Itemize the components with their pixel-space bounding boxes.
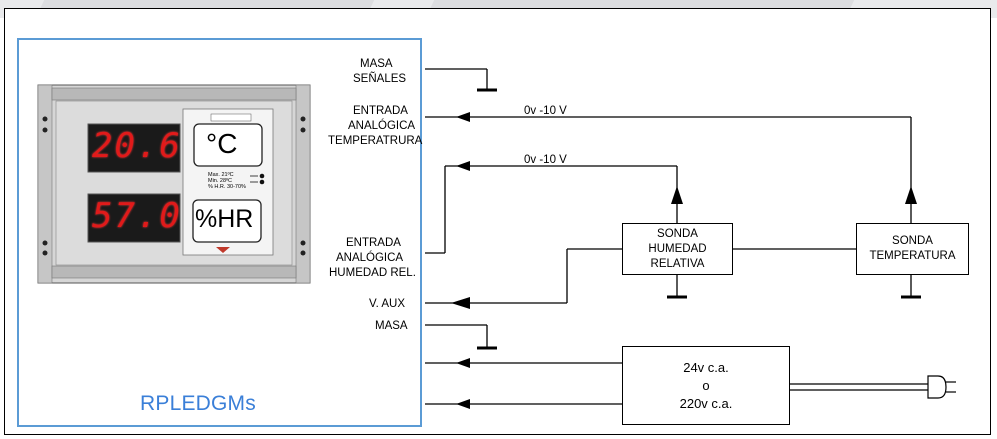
sonda-humedad-line3: RELATIVA: [650, 257, 705, 270]
label-masa-senales-2: SEÑALES: [353, 73, 407, 85]
led-display-temperature: 20.6: [92, 126, 182, 166]
sonda-temperatura-line1: SONDA: [892, 235, 933, 247]
label-masa: MASA: [375, 320, 408, 332]
label-entrada-hum-2: ANALÓGICA: [336, 252, 404, 264]
power-line3: 220v c.a.: [679, 395, 733, 411]
sonda-humedad-box: SONDA HUMEDAD RELATIVA: [622, 223, 733, 275]
sonda-temperatura-box: SONDA TEMPERATURA: [856, 223, 969, 275]
label-signal-range-hum: 0v -10 V: [524, 154, 567, 166]
sonda-temperatura-line2: TEMPERATURA: [869, 250, 956, 262]
label-entrada-temp-3: TEMPERATRURA: [328, 135, 423, 147]
power-line1: 24v c.a.: [683, 359, 729, 375]
legend-humidity-range: % H.R. 30-70%: [208, 184, 246, 190]
unit-humidity: %HR: [195, 205, 254, 233]
legend-min: Min. 28ºC: [208, 178, 233, 184]
label-entrada-temp-1: ENTRADA: [353, 105, 408, 117]
label-entrada-hum-3: HUMEDAD REL.: [329, 267, 416, 279]
sonda-humedad-line1: SONDA: [657, 227, 698, 240]
label-masa-senales-1: MASA: [360, 58, 393, 70]
legend-max: Max. 21ºC: [208, 172, 234, 178]
led-display-humidity: 57.0: [92, 196, 182, 236]
unit-celsius: °C: [206, 128, 238, 159]
label-v-aux: V. AUX: [369, 298, 406, 310]
model-label: RPLEDGMs: [140, 392, 256, 415]
label-entrada-temp-2: ANALÓGICA: [348, 120, 416, 132]
sonda-humedad-line2: HUMEDAD: [648, 242, 707, 255]
power-line2: o: [702, 377, 710, 393]
power-supply-box: 24v c.a. o 220v c.a.: [622, 346, 790, 425]
label-entrada-hum-1: ENTRADA: [346, 237, 401, 249]
label-signal-range-temp: 0v -10 V: [524, 105, 567, 117]
